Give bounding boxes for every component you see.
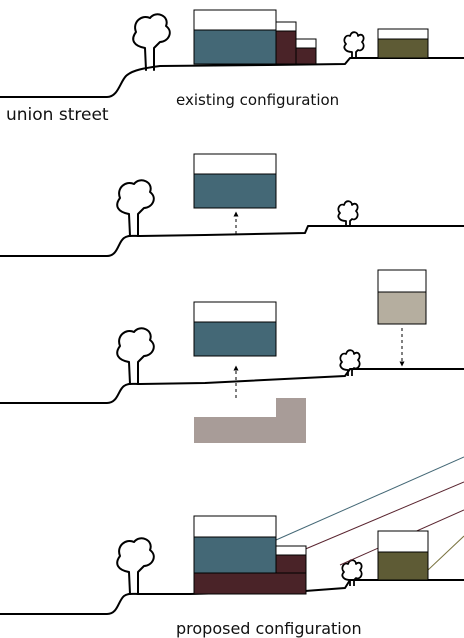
leader-line-teal — [275, 456, 464, 541]
olive-building-roof — [377, 28, 429, 40]
ground-line-existing — [0, 57, 464, 98]
ground-line-2 — [0, 225, 464, 257]
ground-line-3 — [0, 368, 464, 404]
maroon-annex — [295, 47, 317, 65]
bush-icon — [339, 349, 361, 377]
teal-building-roof — [193, 9, 277, 31]
maroon-base-building — [193, 572, 307, 595]
existing-caption: existing configuration — [176, 91, 339, 109]
maroon-building — [275, 30, 297, 65]
bush-icon — [343, 31, 365, 59]
teal-building-roof — [193, 153, 277, 175]
leader-line-olive — [427, 535, 464, 571]
maroon-annex-roof — [295, 38, 317, 49]
tree-icon — [116, 179, 155, 237]
maroon-tower-roof — [275, 545, 307, 556]
street-label: union street — [6, 105, 109, 125]
tree-icon — [132, 13, 171, 71]
panel-existing: union street existing configuration — [0, 9, 464, 125]
removed-building-shape — [194, 398, 306, 443]
olive-building-roof — [377, 530, 429, 553]
bush-icon — [337, 200, 359, 228]
teal-building-roof — [193, 515, 277, 538]
proposed-caption: proposed configuration — [176, 619, 362, 638]
leader-line-maroon — [295, 481, 464, 554]
panel-swap — [0, 269, 464, 443]
bush-icon — [341, 559, 363, 587]
teal-building — [193, 536, 277, 574]
teal-building — [193, 173, 277, 209]
teal-building — [193, 29, 277, 65]
teal-building — [193, 321, 277, 357]
new-building-roof — [377, 269, 427, 293]
panel-demolition — [0, 153, 464, 257]
maroon-building-roof — [275, 21, 297, 32]
tree-icon — [116, 327, 155, 385]
olive-building — [377, 38, 429, 59]
maroon-tower — [275, 554, 307, 574]
panel-proposed: proposed configuration — [0, 456, 464, 638]
teal-building-roof — [193, 301, 277, 323]
new-building — [377, 291, 427, 325]
olive-building — [377, 551, 429, 581]
tree-icon — [116, 537, 155, 595]
